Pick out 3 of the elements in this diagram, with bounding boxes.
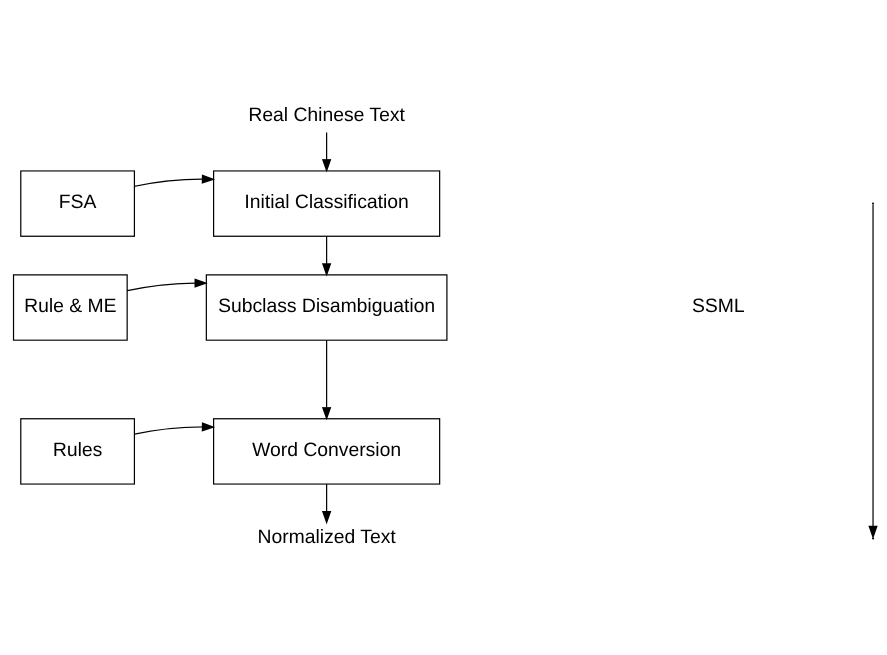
node-text: Real Chinese Text (248, 104, 405, 126)
label: SSML (692, 295, 745, 318)
node-text: Normalized Text (258, 526, 396, 548)
